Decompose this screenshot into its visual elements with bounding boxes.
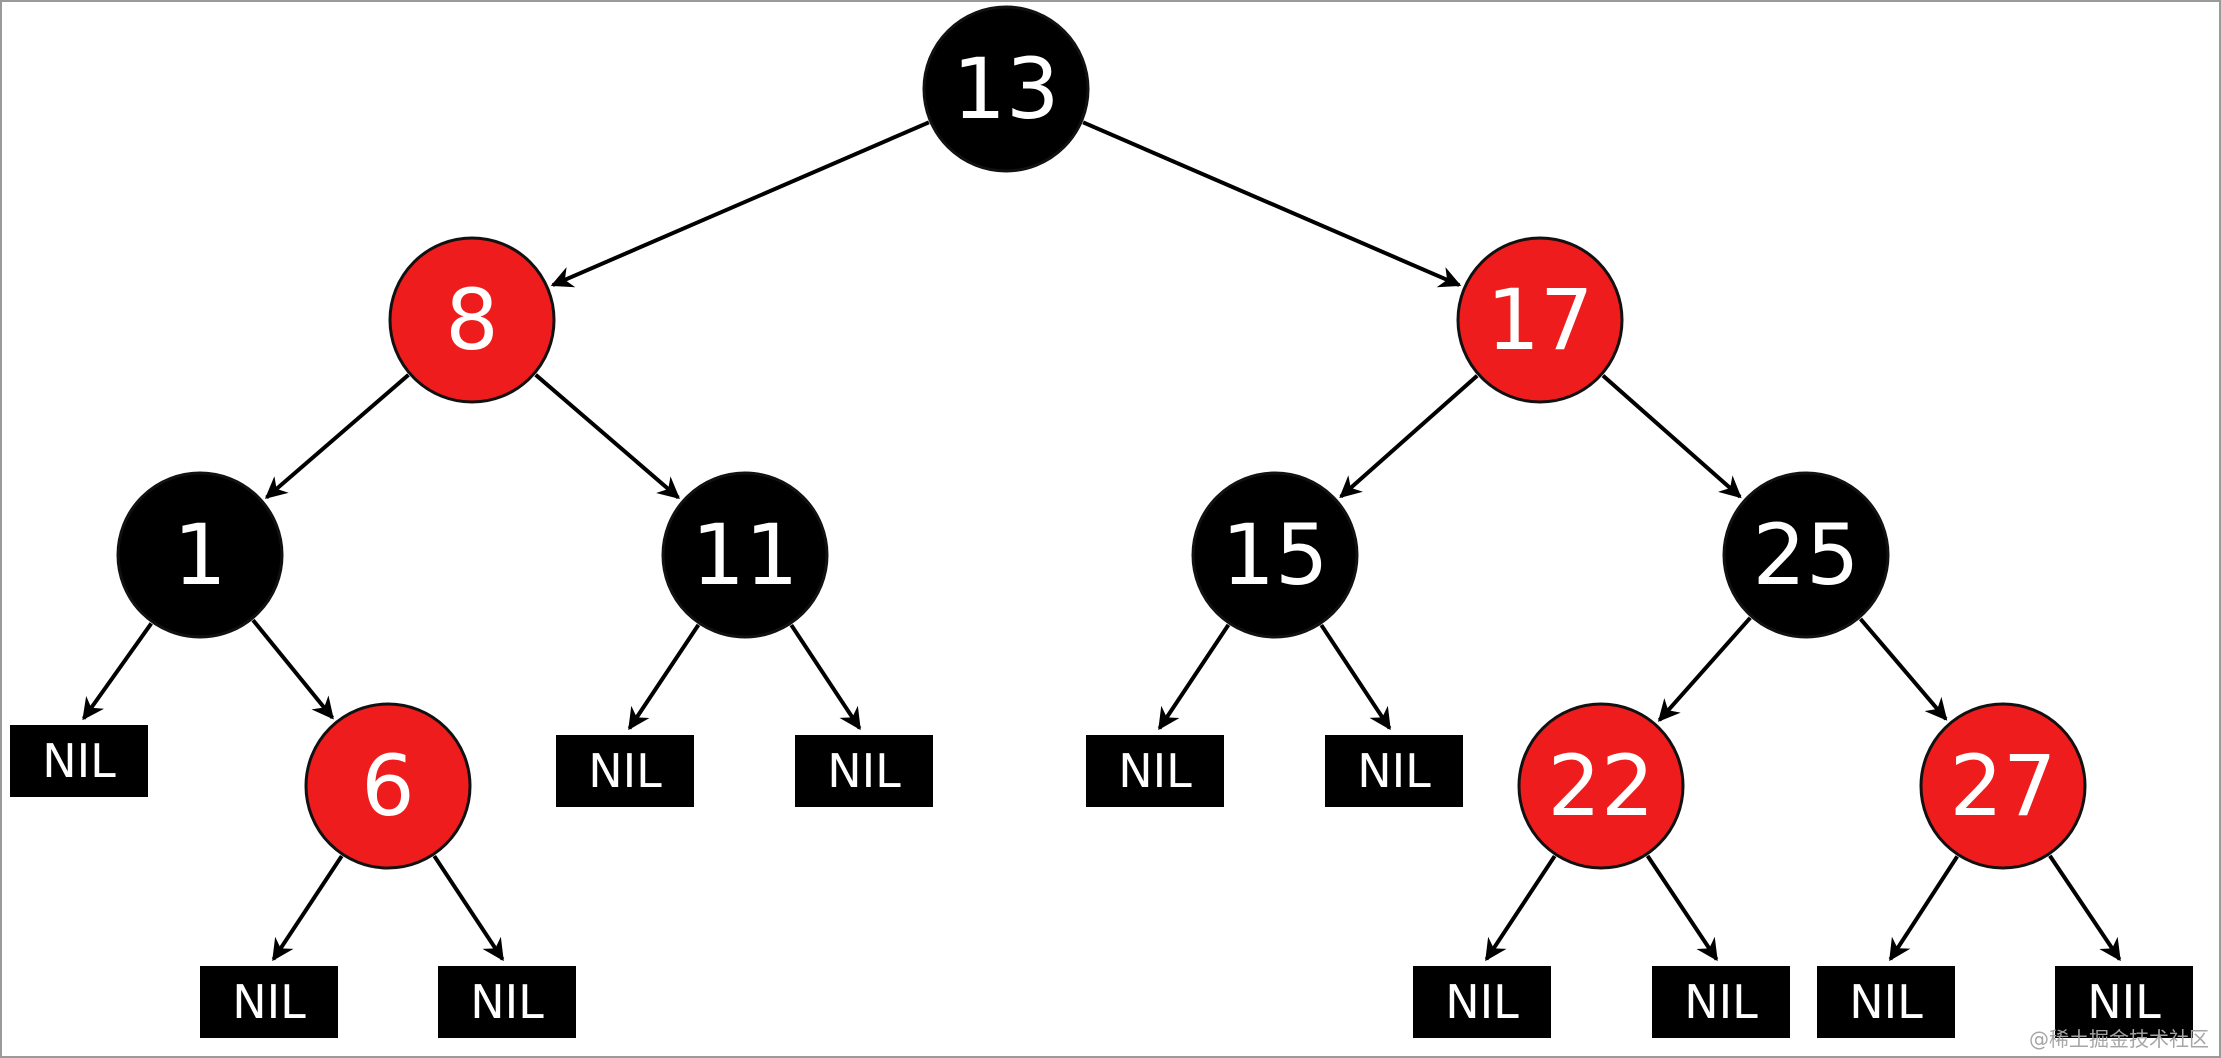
- nil-leaf-nil11: NIL: [2055, 966, 2193, 1038]
- node-label: 15: [1222, 506, 1329, 604]
- tree-node-11: 11: [661, 471, 829, 639]
- edge-n17-n25: [1601, 374, 1742, 499]
- nil-label: NIL: [470, 975, 544, 1029]
- nil-label: NIL: [42, 734, 116, 788]
- node-label: 17: [1487, 271, 1594, 369]
- tree-node-27: 27: [1919, 702, 2087, 870]
- nil-leaf-nil2: NIL: [200, 966, 338, 1038]
- edges-layer: [82, 120, 2122, 962]
- nil-leaf-nil10: NIL: [1817, 966, 1955, 1038]
- edge-n6-nil3: [432, 854, 505, 962]
- tree-node-17: 17: [1456, 236, 1624, 404]
- edge-n15-nil6: [1157, 623, 1231, 731]
- node-circle-black: [1191, 471, 1359, 639]
- node-circle-black: [1722, 471, 1890, 639]
- nil-box: [200, 966, 338, 1038]
- node-label: 8: [445, 271, 498, 369]
- nil-leaf-nil4: NIL: [556, 735, 694, 807]
- nil-box: [438, 966, 576, 1038]
- nil-label: NIL: [588, 744, 662, 798]
- nil-leaf-nil9: NIL: [1652, 966, 1790, 1038]
- node-label: 27: [1950, 737, 2057, 835]
- nil-box: [795, 735, 933, 807]
- nil-box: [1652, 966, 1790, 1038]
- tree-node-1: 1: [116, 471, 284, 639]
- node-circle-red: [1919, 702, 2087, 870]
- edge-n15-nil7: [1319, 623, 1392, 731]
- nil-box: [1325, 735, 1463, 807]
- edge-n25-n22: [1657, 616, 1752, 722]
- tree-node-8: 8: [388, 236, 556, 404]
- nil-leaves-layer: NIL NIL NIL NIL NIL NIL NIL NIL NIL NIL NIL: [10, 725, 2193, 1038]
- node-label: 25: [1753, 506, 1860, 604]
- edge-n22-nil9: [1645, 854, 1719, 962]
- edge-n11-nil4: [627, 623, 701, 731]
- edge-n8-n11: [534, 373, 680, 500]
- nil-leaf-nil7: NIL: [1325, 735, 1463, 807]
- nil-label: NIL: [1445, 975, 1519, 1029]
- tree-node-15: 15: [1191, 471, 1359, 639]
- edge-n13-n17: [1082, 120, 1462, 288]
- node-circle-red: [1517, 702, 1685, 870]
- nil-box: [2055, 966, 2193, 1038]
- node-circle-red: [1456, 236, 1624, 404]
- node-label: 13: [953, 40, 1060, 138]
- tree-node-13: 13: [922, 5, 1090, 173]
- node-circle-black: [922, 5, 1090, 173]
- node-label: 1: [173, 506, 226, 604]
- nil-label: NIL: [1118, 744, 1192, 798]
- edge-n25-n27: [1858, 617, 1948, 721]
- edge-n17-n15: [1339, 374, 1479, 499]
- tree-node-22: 22: [1517, 702, 1685, 870]
- edge-n27-nil10: [1888, 855, 1959, 962]
- node-circle-red: [304, 702, 472, 870]
- tree-node-6: 6: [304, 702, 472, 870]
- node-circle-red: [388, 236, 556, 404]
- tree-node-25: 25: [1722, 471, 1890, 639]
- nil-box: [1086, 735, 1224, 807]
- edge-n6-nil2: [271, 854, 344, 962]
- node-label: 11: [692, 506, 799, 604]
- edge-n11-nil5: [789, 623, 862, 731]
- edge-n1-nil1: [82, 622, 153, 721]
- nil-leaf-nil5: NIL: [795, 735, 933, 807]
- nil-box: [1817, 966, 1955, 1038]
- nil-label: NIL: [1849, 975, 1923, 1029]
- nil-leaf-nil3: NIL: [438, 966, 576, 1038]
- watermark-text: @稀土掘金技术社区: [2029, 1027, 2209, 1051]
- edge-n1-n6: [251, 618, 335, 720]
- nil-label: NIL: [1684, 975, 1758, 1029]
- nil-label: NIL: [2087, 975, 2161, 1029]
- node-label: 22: [1548, 737, 1655, 835]
- nil-label: NIL: [1357, 744, 1431, 798]
- node-circle-black: [116, 471, 284, 639]
- nil-leaf-nil8: NIL: [1413, 966, 1551, 1038]
- node-label: 6: [361, 737, 414, 835]
- node-circle-black: [661, 471, 829, 639]
- nil-leaf-nil1: NIL: [10, 725, 148, 797]
- nil-box: [556, 735, 694, 807]
- nil-box: [10, 725, 148, 797]
- edge-n13-n8: [550, 120, 930, 288]
- nil-leaf-nil6: NIL: [1086, 735, 1224, 807]
- nil-label: NIL: [232, 975, 306, 1029]
- nil-box: [1413, 966, 1551, 1038]
- edge-n27-nil11: [2048, 854, 2122, 962]
- edge-n8-n1: [264, 373, 410, 499]
- edge-n22-nil8: [1484, 854, 1557, 962]
- nil-label: NIL: [827, 744, 901, 798]
